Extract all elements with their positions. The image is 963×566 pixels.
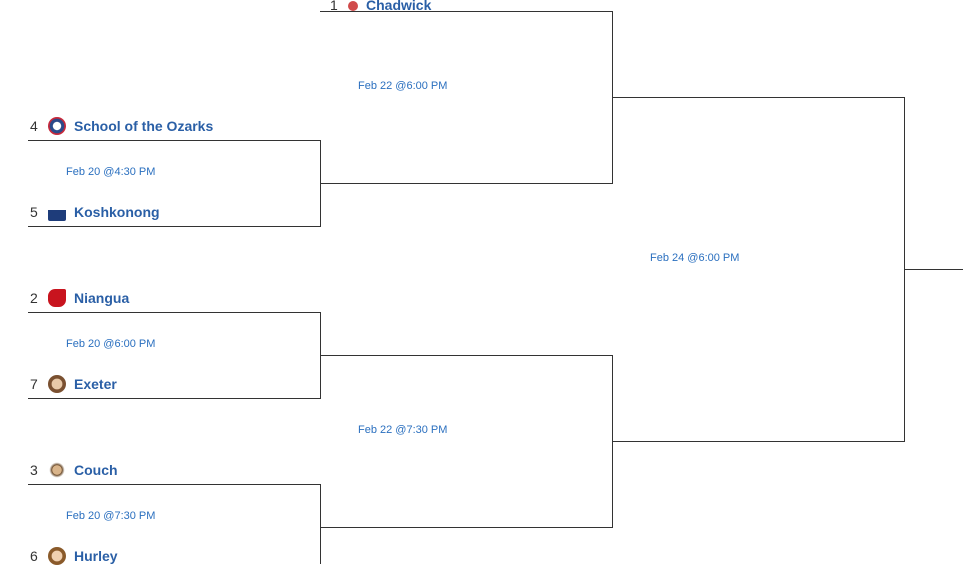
team-name[interactable]: Hurley: [74, 548, 118, 564]
team-niangua[interactable]: 2 Niangua: [30, 288, 129, 308]
game-date[interactable]: Feb 20 @4:30 PM: [66, 166, 156, 178]
bracket-line: [320, 355, 613, 356]
koshkonong-logo-icon: [48, 203, 66, 221]
game-date[interactable]: Feb 24 @6:00 PM: [650, 252, 740, 264]
ozarks-logo-icon: [48, 117, 66, 135]
seed: 7: [30, 376, 38, 392]
seed: 1: [330, 0, 338, 13]
hurley-logo-icon: [48, 547, 66, 565]
team-school-of-the-ozarks[interactable]: 4 School of the Ozarks: [30, 116, 213, 136]
bracket-line: [28, 398, 321, 399]
game-date[interactable]: Feb 22 @7:30 PM: [358, 424, 448, 436]
exeter-logo-icon: [48, 375, 66, 393]
seed: 2: [30, 290, 38, 306]
team-name[interactable]: Couch: [74, 462, 118, 478]
team-couch[interactable]: 3 Couch: [30, 460, 118, 480]
team-koshkonong[interactable]: 5 Koshkonong: [30, 202, 160, 222]
bracket-line: [612, 97, 905, 98]
bracket-line: [320, 11, 613, 12]
team-hurley[interactable]: 6 Hurley: [30, 546, 118, 566]
bracket-line: [320, 484, 321, 564]
bracket-line: [28, 484, 321, 485]
team-name[interactable]: Niangua: [74, 290, 130, 306]
game-date[interactable]: Feb 20 @6:00 PM: [66, 338, 156, 350]
cardinal-logo-icon: [48, 289, 66, 307]
bracket-line: [904, 269, 963, 270]
team-chadwick[interactable]: 1 Chadwick: [330, 0, 432, 13]
seed: 6: [30, 548, 38, 564]
bracket-line: [28, 226, 321, 227]
chadwick-logo-icon: [348, 1, 358, 11]
game-date[interactable]: Feb 20 @7:30 PM: [66, 510, 156, 522]
seed: 3: [30, 462, 38, 478]
couch-logo-icon: [48, 461, 66, 479]
bracket-line: [28, 312, 321, 313]
team-exeter[interactable]: 7 Exeter: [30, 374, 117, 394]
seed: 4: [30, 118, 38, 134]
game-date[interactable]: Feb 22 @6:00 PM: [358, 80, 448, 92]
bracket-line: [320, 527, 613, 528]
bracket-line: [320, 183, 613, 184]
bracket-line: [612, 441, 905, 442]
team-name[interactable]: School of the Ozarks: [74, 118, 214, 134]
bracket-line: [28, 140, 321, 141]
team-name[interactable]: Koshkonong: [74, 204, 160, 220]
team-name[interactable]: Exeter: [74, 376, 117, 392]
team-name[interactable]: Chadwick: [366, 0, 432, 13]
seed: 5: [30, 204, 38, 220]
